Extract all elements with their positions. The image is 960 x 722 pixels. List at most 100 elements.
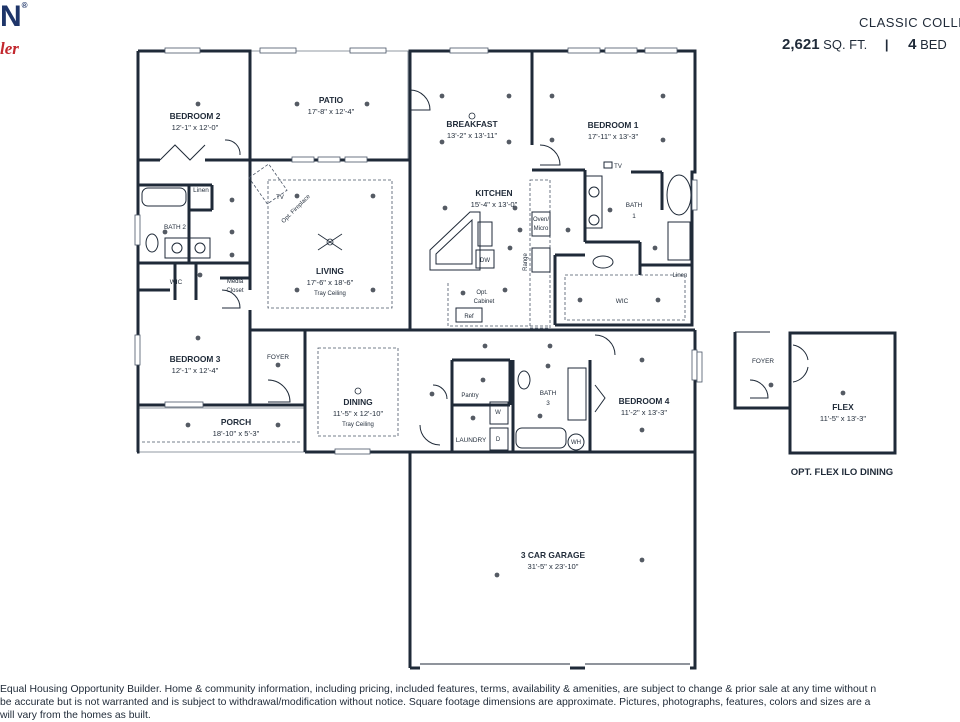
bedroom2-label: BEDROOM 2 <box>170 111 221 121</box>
foyer-label: FOYER <box>267 354 289 361</box>
flex-foyer-label: FOYER <box>752 358 774 365</box>
builder-logo: N® <box>0 2 28 32</box>
optional-fireplace <box>248 163 288 205</box>
kitchen-label: KITCHEN <box>475 188 512 198</box>
dryer <box>489 427 509 451</box>
dining-tray-ceiling <box>317 347 399 437</box>
bath3-vanity <box>567 367 587 421</box>
wh-label: WH <box>571 440 581 446</box>
patio-size: 17'-8" x 12'-4" <box>308 107 355 116</box>
porch-size: 18'-10" x 5'-3" <box>213 429 260 438</box>
bath3-toilet <box>517 370 531 390</box>
laundry-label: LAUNDRY <box>456 437 487 444</box>
opt-cabinet-label-1: Opt. <box>476 290 488 296</box>
bath1-wic-shelves <box>564 274 686 321</box>
bedroom1-tv-label: TV <box>614 164 622 170</box>
bedroom4-size: 11'-2" x 13'-3" <box>621 408 667 417</box>
opt-cabinet-label-2: Cabinet <box>474 299 495 305</box>
pantry-label: Pantry <box>461 393 478 399</box>
range-label: Range <box>523 253 529 271</box>
bath1-label: BATH <box>626 202 643 209</box>
water-heater <box>567 433 585 451</box>
range <box>531 247 551 273</box>
garage-label: 3 CAR GARAGE <box>521 550 586 560</box>
living-label: LIVING <box>316 266 344 276</box>
media-closet-label-2: Closet <box>226 288 243 294</box>
bath2-sink-left <box>171 242 183 254</box>
bath1-toilet <box>592 255 614 269</box>
kitchen-size: 15'-4" x 13'-0" <box>471 200 518 209</box>
media-closet-label-1: Media <box>227 279 244 285</box>
washer <box>489 401 509 425</box>
kitchen-counter <box>529 179 551 329</box>
option-caption: OPT. FLEX ILO DINING <box>791 467 893 478</box>
bath1-shower <box>667 221 691 261</box>
disclaimer: Equal Housing Opportunity Builder. Home … <box>0 683 960 722</box>
logo-letter: N <box>0 0 22 33</box>
flex-label: FLEX <box>832 402 854 412</box>
registered-mark: ® <box>21 1 28 10</box>
bedroom1-size: 17'-11" x 13'-3" <box>588 132 639 141</box>
breakfast-label: BREAKFAST <box>446 119 498 129</box>
dining-light-icon <box>354 387 362 395</box>
dining-size: 11'-5" x 12'-10" <box>333 409 384 418</box>
dishwasher <box>475 249 495 269</box>
bath1-sink-bottom <box>588 214 600 226</box>
living-tray-ceiling <box>267 179 393 309</box>
light-fixtures <box>162 93 846 578</box>
bedroom2-size: 12'-1" x 12'-0" <box>172 123 219 132</box>
kitchen-island-top <box>435 218 473 265</box>
living-tv-label: TV <box>276 195 284 201</box>
plan-stats: 2,621 SQ. FT. | 4 BED <box>782 36 947 53</box>
bath1-vanity <box>585 175 603 229</box>
garage-size: 31'-5" x 23'-10" <box>528 562 579 571</box>
interior-walls <box>138 51 695 454</box>
living-tray-note: Tray Ceiling <box>314 291 346 297</box>
oven-label-1: Oven/ <box>533 217 549 223</box>
bedroom1-label: BEDROOM 1 <box>588 120 639 130</box>
doors <box>159 89 616 446</box>
bath2-wic-label: WIC <box>170 279 183 286</box>
breakfast-light-icon <box>468 112 476 120</box>
porch-label: PORCH <box>221 417 251 427</box>
patio-label: PATIO <box>319 95 344 105</box>
oven-label-2: Micro <box>534 226 549 232</box>
bedroom1-wic-label: WIC <box>616 298 629 305</box>
dining-label: DINING <box>343 397 372 407</box>
optional-cabinet-outline <box>447 283 548 327</box>
bath1-sink-top <box>588 186 600 198</box>
bedroom3-size: 12'-1" x 12'-4" <box>172 366 219 375</box>
bath2-tub <box>141 187 187 207</box>
beds-unit: BED <box>920 37 947 52</box>
washer-label: W <box>495 410 501 416</box>
patio-area <box>249 50 409 160</box>
bath1-number: 1 <box>632 213 636 220</box>
flex-size: 11'-5" x 13'-3" <box>820 414 866 423</box>
sqft-value: 2,621 <box>782 36 820 53</box>
kitchen-island <box>429 211 481 271</box>
disclaimer-line-2: be accurate but is not warranted and is … <box>0 697 871 708</box>
ref-label: Ref <box>464 314 474 320</box>
bath2-toilet <box>145 233 159 253</box>
refrigerator <box>455 307 483 323</box>
living-size: 17'-6" x 18'-6" <box>307 278 354 287</box>
bath2-sink-right <box>194 242 206 254</box>
builder-logo-script: ler <box>0 39 19 58</box>
dining-tray-note: Tray Ceiling <box>342 422 374 428</box>
sqft-unit: SQ. FT. <box>823 37 868 52</box>
disclaimer-line-1: Equal Housing Opportunity Builder. Home … <box>0 684 877 695</box>
breakfast-size: 13'-2" x 13'-11" <box>447 131 498 140</box>
ceiling-fan-icon <box>317 233 343 251</box>
bath3-number: 3 <box>546 400 550 407</box>
sink <box>477 221 493 247</box>
bath3-tub <box>515 427 567 449</box>
bedroom4-label: BEDROOM 4 <box>619 396 670 406</box>
dryer-label: D <box>496 437 501 443</box>
bath3-label: BATH <box>540 390 557 397</box>
dw-label: DW <box>480 258 490 264</box>
exterior-walls <box>136 49 697 670</box>
disclaimer-line-3: will vary from the homes as built. <box>0 710 151 721</box>
bedroom1-linen-label: Linen <box>673 273 688 279</box>
bedroom3-label: BEDROOM 3 <box>170 354 221 364</box>
